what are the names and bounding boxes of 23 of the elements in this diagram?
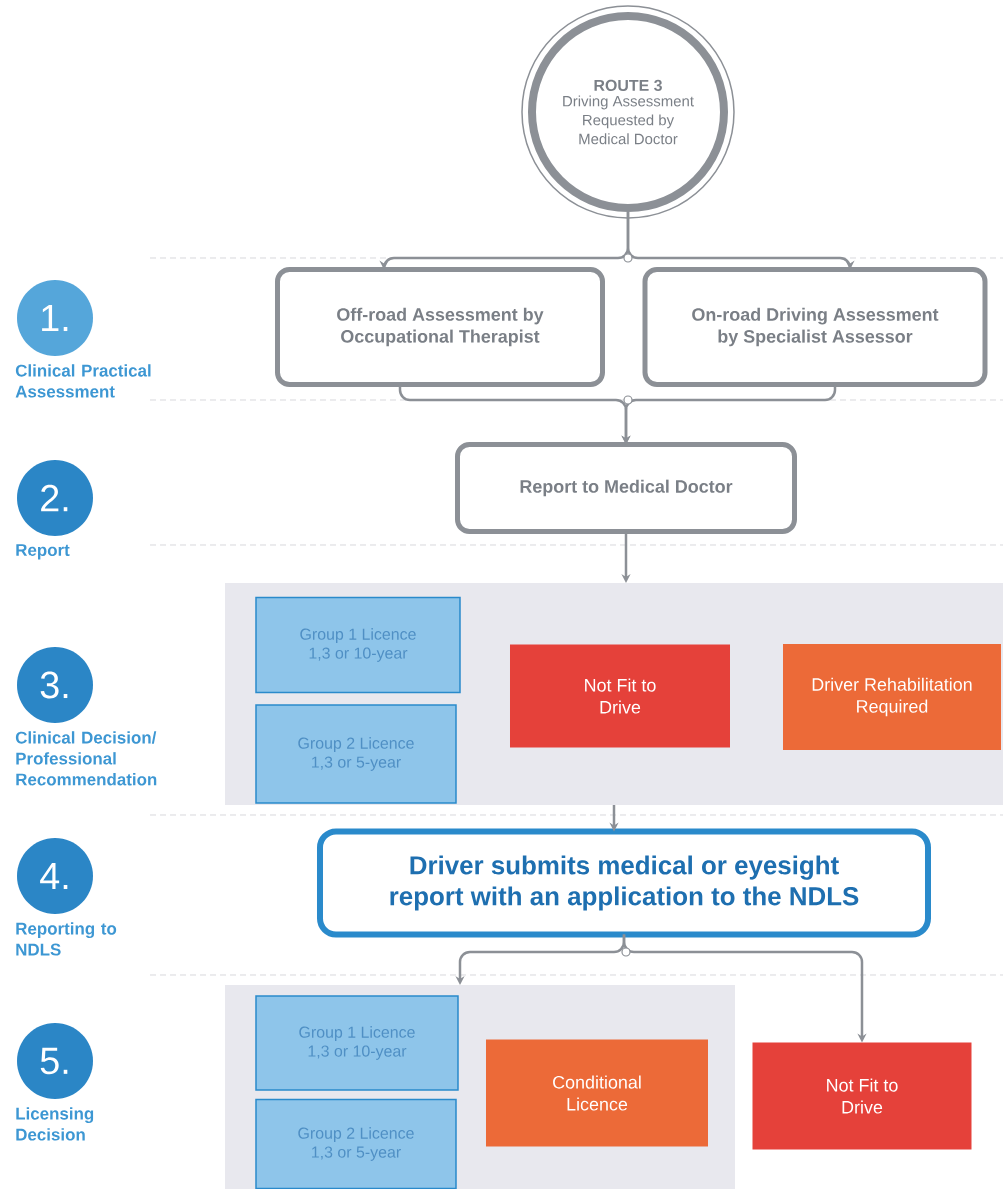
- licence-box: Group 2 Licence 1,3 or 5-year: [255, 1098, 457, 1189]
- step-number: 4.: [17, 838, 93, 914]
- step-number: 1.: [17, 280, 93, 356]
- process-box: Driver submits medical or eyesight report with an application to the NDLS: [317, 828, 931, 938]
- arrow: [626, 212, 855, 270]
- outcome-box: Not Fit to Drive: [752, 1042, 972, 1150]
- licence-box: Group 1 Licence 1,3 or 10-year: [255, 995, 459, 1091]
- step-label: Report: [16, 544, 70, 560]
- outcome-box: Not Fit to Drive: [510, 644, 730, 748]
- step-label: Reporting to NDLS: [16, 922, 117, 956]
- licence-box: Group 1 Licence 1,3 or 10-year: [255, 596, 461, 694]
- process-box: Report to Medical Doctor: [455, 442, 797, 534]
- process-box: Off-road Assessment by Occupational Therapist: [275, 267, 605, 387]
- step-number: 2.: [17, 460, 93, 536]
- licence-box: Group 2 Licence 1,3 or 5-year: [255, 704, 457, 804]
- step-label: Clinical Decision/ Professional Recommendation: [15, 731, 157, 786]
- outcome-box: Driver Rehabilitation Required: [783, 644, 1001, 750]
- step-label: Clinical Practical Assessment: [15, 364, 151, 398]
- step-number: 5.: [17, 1023, 93, 1099]
- outcome-box: Conditional Licence: [486, 1039, 708, 1147]
- process-box: On-road Driving Assessment by Specialist Assessor: [642, 267, 988, 387]
- step-number: 3.: [17, 647, 93, 723]
- step-label: Licensing Decision: [16, 1107, 94, 1141]
